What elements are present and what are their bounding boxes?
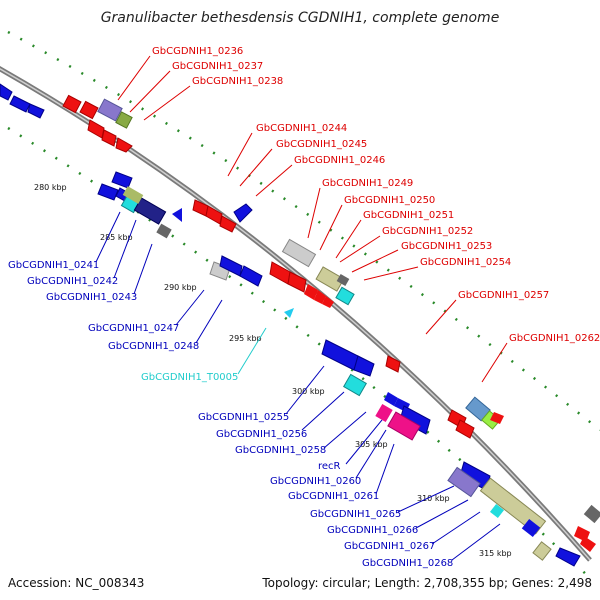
gene-label: GbCGDNIH1_0265 <box>310 509 401 520</box>
gene-label: GbCGDNIH1_0266 <box>327 525 418 536</box>
gene-label: GbCGDNIH1_0241 <box>8 260 99 271</box>
gene-label: GbCGDNIH1_0245 <box>276 139 367 150</box>
genome-summary-text: Topology: circular; Length: 2,708,355 bp… <box>261 576 592 590</box>
gene-label: GbCGDNIH1_0268 <box>362 558 453 569</box>
gene-label: GbCGDNIH1_0252 <box>382 226 473 237</box>
gene-label: GbCGDNIH1_0236 <box>152 46 243 57</box>
gene-label: GbCGDNIH1_0260 <box>270 476 361 487</box>
gene-label: recR <box>318 461 341 472</box>
reverse-gene-labels[interactable]: GbCGDNIH1_0241 GbCGDNIH1_0242 GbCGDNIH1_… <box>8 260 453 569</box>
map-title: Granulibacter bethesdensis CGDNIH1, comp… <box>101 10 500 26</box>
tick-label: 300 kbp <box>292 387 325 396</box>
gene-label: GbCGDNIH1_0238 <box>192 76 283 87</box>
forward-features[interactable] <box>62 94 600 552</box>
tick-label: 290 kbp <box>164 283 197 292</box>
gene-label: GbCGDNIH1_0247 <box>88 323 179 334</box>
gene-label: GbCGDNIH1_0253 <box>401 241 492 252</box>
forward-gene-labels[interactable]: GbCGDNIH1_0236 GbCGDNIH1_0237 GbCGDNIH1_… <box>152 46 600 344</box>
gene-label: GbCGDNIH1_0248 <box>108 341 199 352</box>
gene-label: GbCGDNIH1_0254 <box>420 257 511 268</box>
gene-label: GbCGDNIH1_0256 <box>216 429 307 440</box>
gene-label: GbCGDNIH1_0243 <box>46 292 137 303</box>
gene-label: GbCGDNIH1_0246 <box>294 155 385 166</box>
tick-label: 305 kbp <box>355 440 388 449</box>
gene-label: GbCGDNIH1_0267 <box>344 541 435 552</box>
tick-label: 285 kbp <box>100 233 133 242</box>
gene-label: GbCGDNIH1_0261 <box>288 491 379 502</box>
gene-label: GbCGDNIH1_0250 <box>344 195 435 206</box>
scale-ticks: 280 kbp 285 kbp 290 kbp 295 kbp 300 kbp … <box>34 183 512 558</box>
gene-label: GbCGDNIH1_0258 <box>235 445 326 456</box>
accession-text: Accession: NC_008343 <box>8 576 144 590</box>
gene-label: GbCGDNIH1_0251 <box>363 210 454 221</box>
label-leaders <box>95 55 508 561</box>
reverse-features[interactable] <box>0 83 581 567</box>
gene-label: GbCGDNIH1_0257 <box>458 290 549 301</box>
tick-label: 280 kbp <box>34 183 67 192</box>
gene-label: GbCGDNIH1_0244 <box>256 123 347 134</box>
gene-label: GbCGDNIH1_T0005 <box>141 372 238 383</box>
gene-label: GbCGDNIH1_0237 <box>172 61 263 72</box>
gene-label: GbCGDNIH1_0262 <box>509 333 600 344</box>
tick-label: 310 kbp <box>417 494 450 503</box>
gene-label: GbCGDNIH1_0255 <box>198 412 289 423</box>
gene-label: GbCGDNIH1_0242 <box>27 276 118 287</box>
tick-label: 295 kbp <box>229 334 262 343</box>
tick-label: 315 kbp <box>479 549 512 558</box>
gene-label: GbCGDNIH1_0249 <box>322 178 413 189</box>
